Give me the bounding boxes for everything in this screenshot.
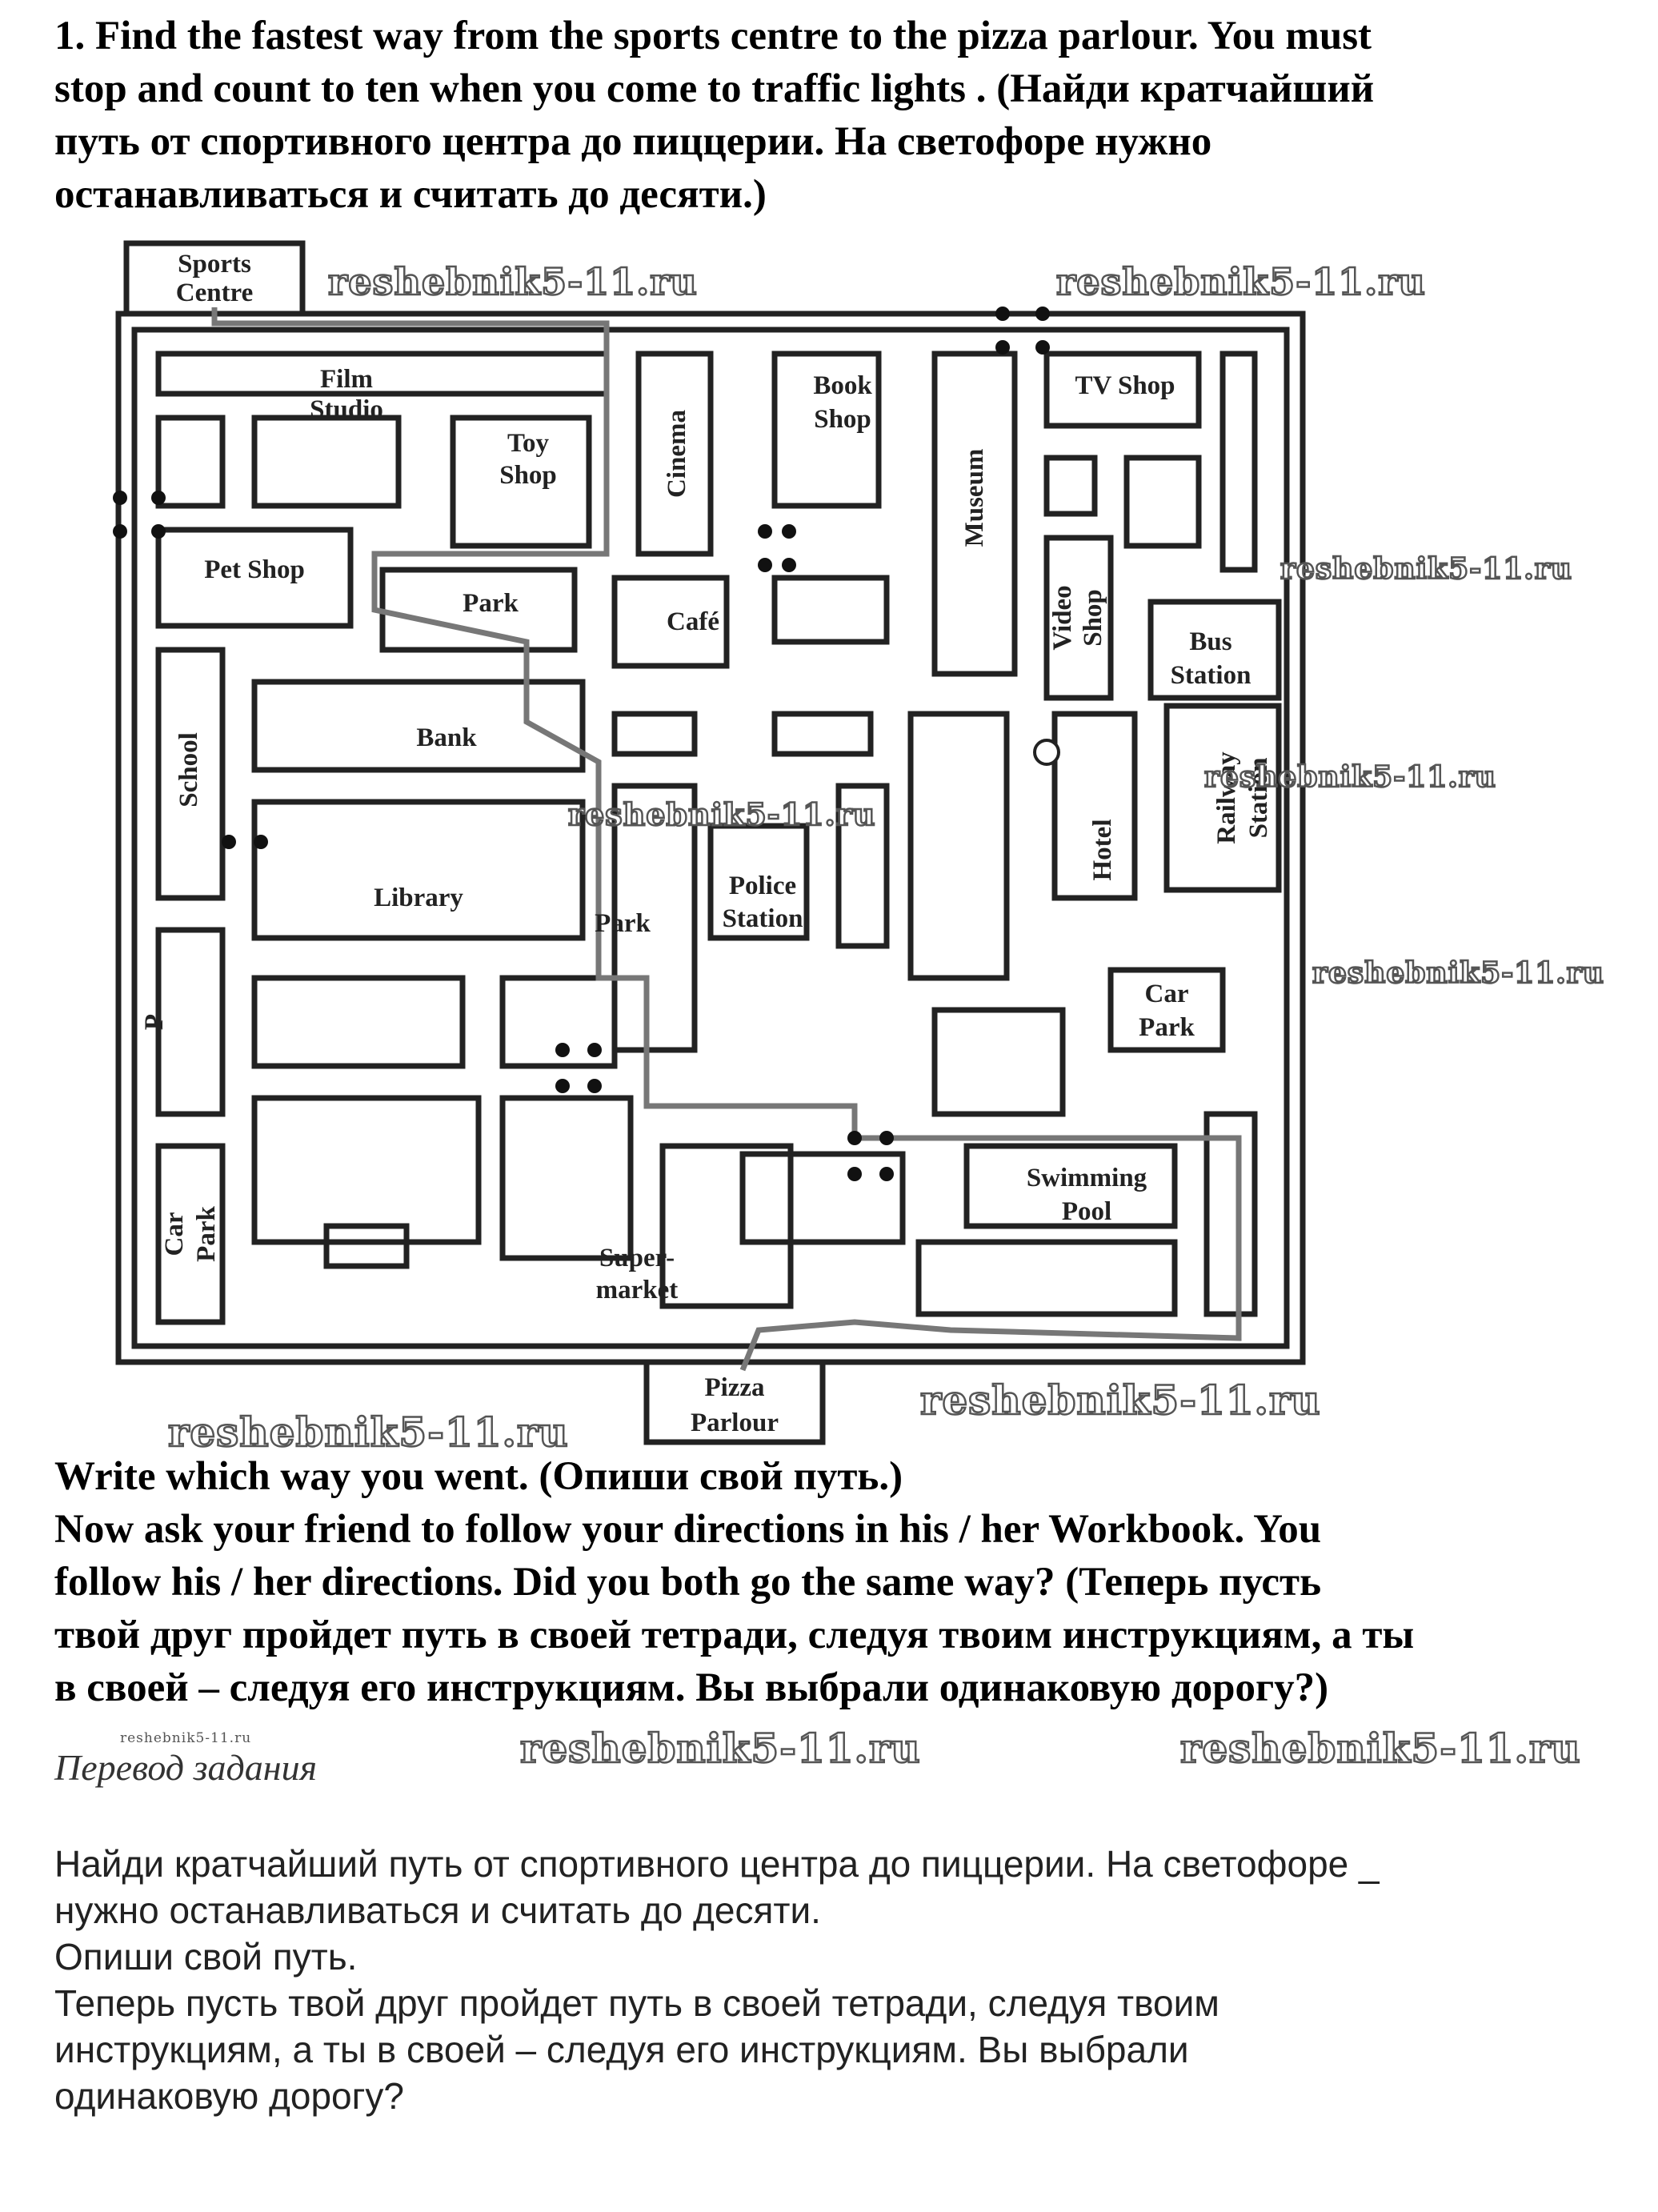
- traffic-light-icon: [151, 491, 166, 505]
- watermark: reshebnik5-11.ru: [567, 795, 876, 834]
- label-library: Library: [374, 884, 463, 912]
- label-toy-shop-2: Shop: [499, 461, 557, 490]
- translation-line: нужно останавливаться и считать до десят…: [54, 1889, 821, 1931]
- label-bus-station-1: Bus: [1189, 627, 1231, 656]
- traffic-light-icon: [113, 491, 127, 505]
- task2-line: Write which way you went. (Опиши свой пу…: [54, 1454, 903, 1499]
- traffic-light-icon: [222, 835, 236, 849]
- label-car-park-right-2: Park: [1139, 1013, 1195, 1042]
- watermark: reshebnik5-11.ru: [1203, 759, 1496, 795]
- watermark: reshebnik5-11.ru: [167, 1408, 569, 1457]
- watermark: reshebnik5-11.ru: [519, 1724, 921, 1773]
- label-hotel: Hotel: [1088, 819, 1117, 881]
- traffic-light-icon: [879, 1131, 894, 1145]
- label-swimming-pool-2: Pool: [1062, 1197, 1111, 1226]
- translation-line: Теперь пусть твой друг пройдет путь в св…: [54, 1982, 1219, 2024]
- label-post-office: P: [140, 1014, 169, 1030]
- label-railway-station-2: Station: [1244, 758, 1273, 839]
- label-railway-station-1: Railway: [1212, 751, 1241, 844]
- label-cafe: Café: [667, 607, 719, 636]
- label-toy-shop-1: Toy: [507, 429, 549, 458]
- label-sports-centre-2: Centre: [176, 279, 254, 307]
- traffic-light-icon: [782, 558, 796, 572]
- maze-inner-wall: [131, 327, 1290, 1349]
- label-supermarket-2: market: [596, 1276, 679, 1304]
- traffic-light-icon: [113, 524, 127, 539]
- traffic-light-icon: [555, 1043, 570, 1057]
- traffic-light-icon: [254, 835, 268, 849]
- translation-heading: Перевод задания: [54, 1747, 317, 1788]
- route-line: [211, 307, 1242, 1372]
- label-supermarket-1: Super-: [599, 1244, 675, 1272]
- traffic-light-icon: [151, 524, 166, 539]
- maze-map: Sports Centre Film Studio Toy Shop Cinem…: [113, 240, 1306, 1445]
- task2-line: Now ask your friend to follow your direc…: [54, 1507, 1322, 1552]
- traffic-light-icon: [1035, 340, 1050, 355]
- label-car-park-right-1: Car: [1145, 980, 1189, 1008]
- traffic-light-icon: [847, 1167, 862, 1181]
- task-heading: 1. Find the fastest way from the sports …: [54, 10, 1623, 221]
- watermark: reshebnik5-11.ru: [327, 259, 698, 305]
- label-pizza-parlour-1: Pizza: [704, 1373, 764, 1402]
- label-bus-station-2: Station: [1171, 661, 1252, 690]
- traffic-light-icon: [995, 307, 1010, 321]
- translation-line: Опиши свой путь.: [54, 1936, 358, 1978]
- traffic-light-icon: [555, 1079, 570, 1093]
- label-sports-centre-1: Sports: [178, 250, 251, 279]
- traffic-light-icon: [587, 1043, 602, 1057]
- watermark: reshebnik5-11.ru: [1280, 551, 1572, 587]
- label-pizza-parlour-2: Parlour: [691, 1409, 779, 1437]
- label-car-park-left-2: Park: [192, 1206, 221, 1262]
- traffic-light-icon: [879, 1167, 894, 1181]
- label-film-studio-2: Studio: [310, 395, 383, 424]
- label-cinema: Cinema: [663, 410, 691, 498]
- label-park-top: Park: [463, 589, 519, 618]
- task-line: останавливаться и считать до десяти.): [54, 172, 767, 217]
- watermark: reshebnik5-11.ru: [1179, 1724, 1581, 1773]
- label-car-park-left-1: Car: [160, 1212, 189, 1256]
- traffic-light-icon: [995, 340, 1010, 355]
- traffic-light-icon: [1035, 307, 1050, 321]
- watermark: reshebnik5-11.ru: [1312, 956, 1604, 992]
- label-book-shop-2: Shop: [814, 405, 871, 434]
- task-followup: Write which way you went. (Опиши свой пу…: [54, 1450, 1623, 1714]
- watermark: reshebnik5-11.ru: [919, 1376, 1321, 1425]
- task-line: stop and count to ten when you come to t…: [54, 66, 1375, 111]
- pizza-parlour-box: [643, 1359, 826, 1445]
- label-swimming-pool-1: Swimming: [1027, 1164, 1147, 1192]
- task-line: 1. Find the fastest way from the sports …: [54, 14, 1372, 58]
- traffic-light-icon: [587, 1079, 602, 1093]
- label-book-shop-1: Book: [813, 371, 872, 400]
- roundabout-icon: [1033, 739, 1060, 766]
- label-tv-shop: TV Shop: [1075, 371, 1175, 400]
- label-pet-shop: Pet Shop: [204, 555, 305, 584]
- translation-line: Найди кратчайший путь от спортивного цен…: [54, 1843, 1380, 1885]
- task2-line: твой друг пройдет путь в своей тетради, …: [54, 1613, 1415, 1657]
- translation-line: инструкциям, а ты в своей – следуя его и…: [54, 2029, 1189, 2070]
- label-video-shop-2: Shop: [1079, 589, 1107, 647]
- traffic-light-icon: [758, 558, 772, 572]
- label-police-station-2: Station: [723, 904, 803, 933]
- label-park-mid: Park: [595, 909, 651, 938]
- watermark-small: reshebnik5-11.ru: [120, 1730, 252, 1746]
- task-line: путь от спортивного центра до пиццерии. …: [54, 119, 1212, 164]
- label-video-shop-1: Video: [1048, 585, 1077, 650]
- label-police-station-1: Police: [729, 872, 796, 900]
- traffic-light-icon: [847, 1131, 862, 1145]
- label-film-studio-1: Film: [320, 365, 373, 394]
- translation-text: Найди кратчайший путь от спортивного цен…: [54, 1841, 1623, 2119]
- task2-line: follow his / her directions. Did you bot…: [54, 1560, 1322, 1605]
- traffic-lights: [113, 307, 1050, 1181]
- label-museum: Museum: [960, 449, 989, 547]
- task2-line: в своей – следуя его инструкциям. Вы выб…: [54, 1665, 1329, 1710]
- traffic-light-icon: [782, 524, 796, 539]
- traffic-light-icon: [758, 524, 772, 539]
- translation-line: одинаковую дорогу?: [54, 2075, 404, 2117]
- label-school: School: [174, 732, 203, 807]
- watermark: reshebnik5-11.ru: [1055, 259, 1426, 305]
- label-bank: Bank: [416, 723, 477, 752]
